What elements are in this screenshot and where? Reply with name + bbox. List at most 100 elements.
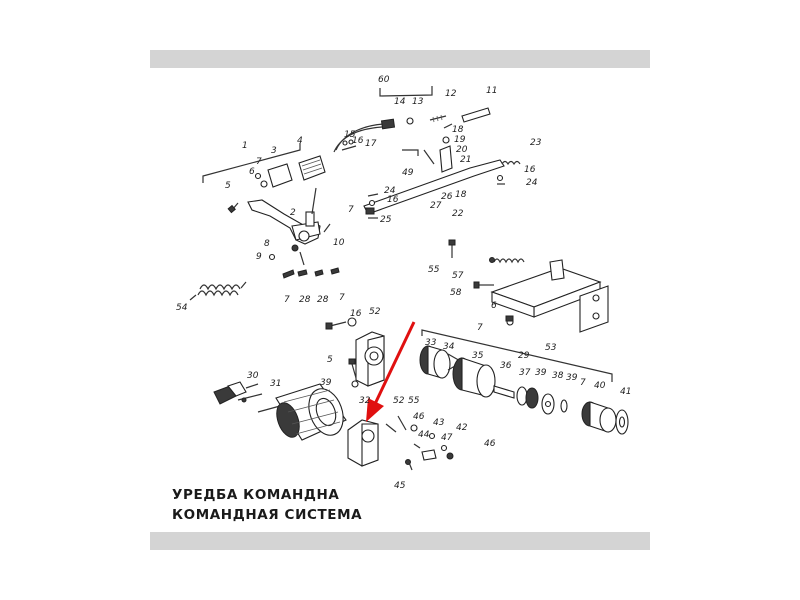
- bolt-16: [329, 321, 347, 327]
- spring-57: [493, 258, 525, 264]
- rod-11: [461, 107, 491, 123]
- nut-52: [347, 317, 357, 327]
- washer-47: [440, 444, 448, 452]
- callout-5b: 5: [327, 355, 333, 365]
- callout-19: 19: [454, 135, 466, 145]
- callout-55a: 55: [428, 265, 440, 275]
- bolt-5b: [351, 363, 357, 379]
- callout-54: 54: [176, 303, 188, 313]
- callout-11: 11: [486, 86, 497, 96]
- caption-russian: КОМАНДНАЯ СИСТЕМА: [172, 507, 363, 523]
- pin-44: [413, 443, 421, 449]
- callout-60: 60: [378, 75, 390, 85]
- clip-21: [423, 149, 435, 165]
- pedal-pad-3: [267, 163, 293, 188]
- callout-46b: 46: [484, 439, 496, 449]
- callout-21: 21: [460, 155, 471, 165]
- callout-16d: 16: [350, 309, 362, 319]
- callout-41: 41: [620, 387, 631, 397]
- callout-24b: 24: [384, 186, 396, 196]
- callout-24a: 24: [526, 178, 538, 188]
- callout-3: 3: [271, 146, 277, 156]
- callout-labels: 60 14 13 12 11 16 15 17 18 19 20 21 49 2…: [176, 75, 631, 491]
- washer-7: [260, 180, 268, 188]
- callout-6: 6: [249, 167, 255, 177]
- callout-2: 2: [290, 208, 296, 218]
- callout-46a: 46: [413, 412, 425, 422]
- callout-18b: 18: [455, 190, 467, 200]
- lever-hub: [298, 230, 310, 242]
- washer-46a: [410, 424, 418, 432]
- callout-12: 12: [445, 89, 457, 99]
- bracket-53-assembly: [448, 239, 609, 333]
- rod-12: [429, 115, 447, 121]
- group-1-bracket: [202, 143, 301, 183]
- block-42: [421, 449, 437, 461]
- part-37: [516, 386, 528, 406]
- pin-52b: [385, 423, 397, 433]
- callout-39c: 39: [566, 373, 578, 383]
- callout-49: 49: [402, 168, 414, 178]
- pedal-assembly: [189, 143, 340, 301]
- support-bracket-assembly: [325, 317, 385, 388]
- cable-14: [335, 123, 385, 151]
- part-36: [493, 385, 515, 399]
- callout-52b: 52: [393, 396, 405, 406]
- lever-boss: [305, 211, 315, 227]
- pin-24b: [367, 193, 379, 197]
- callout-7f: 7: [580, 378, 586, 388]
- caption-serbian: УРЕДБА КОМАНДНА: [172, 487, 340, 503]
- washer-13: [406, 117, 414, 125]
- red-indicator-arrow: [366, 321, 416, 422]
- callout-44: 44: [418, 430, 430, 440]
- bottom-gray-bar: [150, 532, 650, 550]
- callout-53: 53: [545, 343, 557, 353]
- callout-17: 17: [365, 139, 377, 149]
- callout-55b: 55: [408, 396, 420, 406]
- callout-8: 8: [264, 239, 270, 249]
- washer-43: [428, 432, 436, 440]
- top-gray-bar: [150, 50, 650, 68]
- callout-30: 30: [247, 371, 259, 381]
- washer-6: [254, 172, 262, 180]
- callout-28b: 28: [317, 295, 329, 305]
- linkage-assembly: [333, 86, 521, 219]
- callout-40: 40: [594, 381, 606, 391]
- callout-5: 5: [225, 181, 231, 191]
- callout-23: 23: [530, 138, 542, 148]
- callout-39a: 39: [320, 378, 332, 388]
- pin-55b: [397, 415, 407, 431]
- callout-57: 57: [452, 271, 464, 281]
- callout-52a: 52: [369, 307, 381, 317]
- callout-33: 33: [425, 338, 437, 348]
- bushing-8: [291, 244, 299, 252]
- callout-7c: 7: [284, 295, 290, 305]
- pin-10: [323, 223, 331, 233]
- callout-22: 22: [452, 209, 464, 219]
- shaft-31: [237, 393, 263, 401]
- callout-9: 9: [256, 252, 262, 262]
- nut-9: [268, 253, 276, 261]
- callout-35: 35: [472, 351, 484, 361]
- callout-47: 47: [441, 433, 453, 443]
- callout-7a: 7: [256, 157, 262, 167]
- spring-23: [501, 160, 521, 166]
- callout-6b: 6: [491, 301, 497, 311]
- shaft-stack-assembly: [419, 329, 629, 435]
- callout-18: 18: [452, 125, 464, 135]
- callout-34: 34: [443, 342, 455, 352]
- callout-58: 58: [450, 288, 462, 298]
- callout-26: 26: [441, 192, 453, 202]
- pin-18: [443, 123, 453, 129]
- clip-49: [402, 149, 419, 156]
- callout-15: 15: [344, 130, 356, 140]
- motor-assembly: [213, 381, 379, 467]
- callout-20: 20: [456, 145, 468, 155]
- nut-46b: [446, 452, 454, 460]
- callout-37: 37: [519, 368, 531, 378]
- callout-16c: 16: [387, 195, 399, 205]
- washer-39: [351, 380, 359, 388]
- callout-43: 43: [433, 418, 445, 428]
